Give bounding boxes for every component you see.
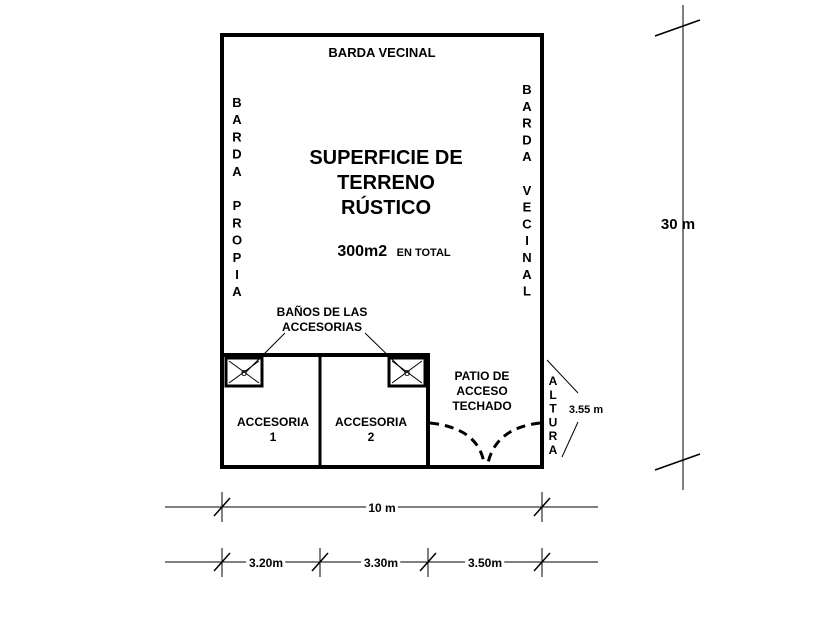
toilet-symbol-2: o <box>404 367 410 379</box>
terrain-title-line-2: TERRENO <box>337 172 435 194</box>
altura-value: 3.55 m <box>569 404 603 416</box>
left-wall-letter: B <box>232 95 241 110</box>
height-dim-tick-top <box>654 19 701 37</box>
terrain-title-line-3: RÚSTICO <box>341 195 431 219</box>
altura-letter: R <box>549 429 558 443</box>
bathroom-2-box <box>387 356 427 388</box>
right-wall-letter: A <box>522 99 532 114</box>
altura-dim-top <box>546 359 579 394</box>
left-wall-letter: A <box>232 164 242 179</box>
room-1-label-line-1: ACCESORIA <box>237 415 309 429</box>
gate-swing-left <box>429 421 486 464</box>
segment-2-label: 3.30m <box>364 556 398 570</box>
area-suffix: EN TOTAL <box>397 247 451 259</box>
patio-label-line-2: ACCESO <box>456 384 507 398</box>
bathroom-1-box <box>224 356 264 388</box>
right-wall-letter: B <box>522 82 531 97</box>
right-wall-letter: C <box>522 216 532 231</box>
segments-tick-1 <box>311 552 329 572</box>
right-wall-letter: D <box>522 132 531 147</box>
bathroom-2-diagonal-b <box>391 360 423 384</box>
left-wall-letter: I <box>235 267 239 282</box>
altura-letter: A <box>549 374 558 388</box>
toilet-symbol-1: o <box>241 367 247 379</box>
area-value: 300m2 <box>337 243 387 260</box>
right-wall-letter: I <box>525 233 529 248</box>
altura-letter: A <box>549 443 558 457</box>
patio-label-line-3: TECHADO <box>452 399 511 413</box>
segments-tick-0 <box>213 552 231 572</box>
height-dim-label: 30 m <box>661 216 695 233</box>
left-wall-letter: P <box>233 198 242 213</box>
top-wall-label: BARDA VECINAL <box>328 45 435 60</box>
left-wall-letter: D <box>232 147 241 162</box>
segment-1-label: 3.20m <box>249 556 283 570</box>
left-wall-letter: O <box>232 233 242 248</box>
area-label: 300m2 EN TOTAL <box>337 243 451 260</box>
right-wall-letter: A <box>522 149 532 164</box>
left-wall-letter: P <box>233 250 242 265</box>
terrain-title-line-1: SUPERFICIE DE <box>309 147 462 169</box>
altura-letter: L <box>549 388 556 402</box>
patio-label-line-1: PATIO DE <box>455 369 510 383</box>
segments-tick-2 <box>419 552 437 572</box>
bathroom-pointer-1 <box>245 332 286 373</box>
bathrooms-label-line-1: BAÑOS DE LAS <box>277 304 368 319</box>
left-wall-letter: R <box>232 129 242 144</box>
width-dim-label: 10 m <box>368 501 395 515</box>
width-dim-tick-left <box>213 497 231 517</box>
altura-letter: U <box>549 415 558 429</box>
right-wall-letter: R <box>522 116 532 131</box>
bathrooms-label-line-2: ACCESORIAS <box>282 320 362 334</box>
left-wall-letter: A <box>232 112 242 127</box>
plot-boundary <box>220 33 544 469</box>
width-dim-tick-right <box>533 497 551 517</box>
altura-letter: T <box>549 402 557 416</box>
left-wall-letter: A <box>232 284 242 299</box>
right-wall-letter: N <box>522 250 531 265</box>
height-dim-tick-bottom <box>654 453 701 471</box>
right-wall-letter: A <box>522 267 532 282</box>
left-wall-letter: R <box>232 215 242 230</box>
right-wall-letter: E <box>523 200 532 215</box>
room-1-label-line-2: 1 <box>270 430 277 444</box>
right-wall-letter: L <box>523 284 531 299</box>
gate-swing-right <box>486 421 541 464</box>
right-wall-letter: V <box>523 183 532 198</box>
room-2-label-line-1: ACCESORIA <box>335 415 407 429</box>
segment-3-label: 3.50m <box>468 556 502 570</box>
segments-tick-3 <box>533 552 551 572</box>
room-2-label-line-2: 2 <box>368 430 375 444</box>
altura-dim-bottom <box>561 421 579 458</box>
bathroom-pointer-2 <box>364 332 406 373</box>
